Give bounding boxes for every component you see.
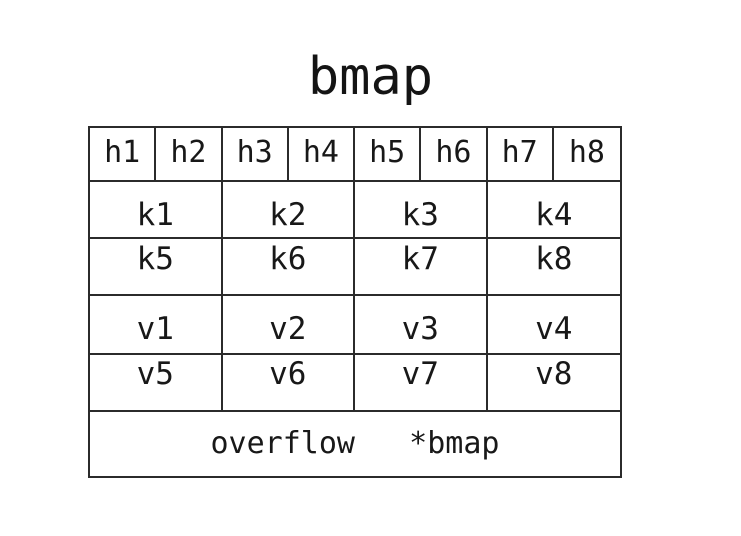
bmap-table: h1 h2 h3 h4 h5 h6 h7 h8 k1 k2 k3 k4 k5 k…: [88, 126, 622, 478]
overflow-pointer-label: overflow *bmap: [210, 426, 500, 461]
cell-h6: h6: [421, 128, 488, 180]
cell-k5: k5: [90, 239, 223, 294]
cell-k6: k6: [223, 239, 355, 294]
cell-v1: v1: [90, 296, 223, 353]
values-row-2: v5 v6 v7 v8: [90, 355, 620, 412]
cell-k3: k3: [355, 182, 488, 237]
cell-h8: h8: [568, 135, 605, 170]
cell-h4: h4: [289, 128, 355, 180]
hash-top-bytes-row: h1 h2 h3 h4 h5 h6 h7 h8: [90, 128, 620, 182]
keys-row-1: k1 k2 k3 k4: [90, 182, 620, 239]
cell-v2: v2: [223, 296, 355, 353]
cell-v7: v7: [355, 355, 488, 410]
cell-h7: h7: [488, 128, 554, 180]
cell-h2: h2: [156, 128, 223, 180]
page-title: bmap: [307, 47, 434, 107]
cell-k1: k1: [90, 182, 223, 237]
cell-v5: v5: [90, 355, 223, 410]
cell-v6: v6: [223, 355, 355, 410]
cell-overflow: overflow *bmap: [90, 412, 620, 476]
cell-h1: h1: [90, 128, 157, 180]
cell-k2: k2: [223, 182, 355, 237]
cell-h5: h5: [355, 128, 422, 180]
values-row-1: v1 v2 v3 v4: [90, 296, 620, 355]
keys-row-2: k5 k6 k7 k8: [90, 239, 620, 296]
cell-k7: k7: [355, 239, 488, 294]
overflow-pointer-row: overflow *bmap: [90, 412, 620, 476]
cell-k4: k4: [535, 197, 573, 233]
cell-v3: v3: [355, 296, 488, 353]
cell-h3: h3: [223, 128, 289, 180]
cell-v8: v8: [535, 356, 573, 392]
cell-v4: v4: [535, 311, 573, 347]
cell-k8: k8: [535, 241, 573, 277]
